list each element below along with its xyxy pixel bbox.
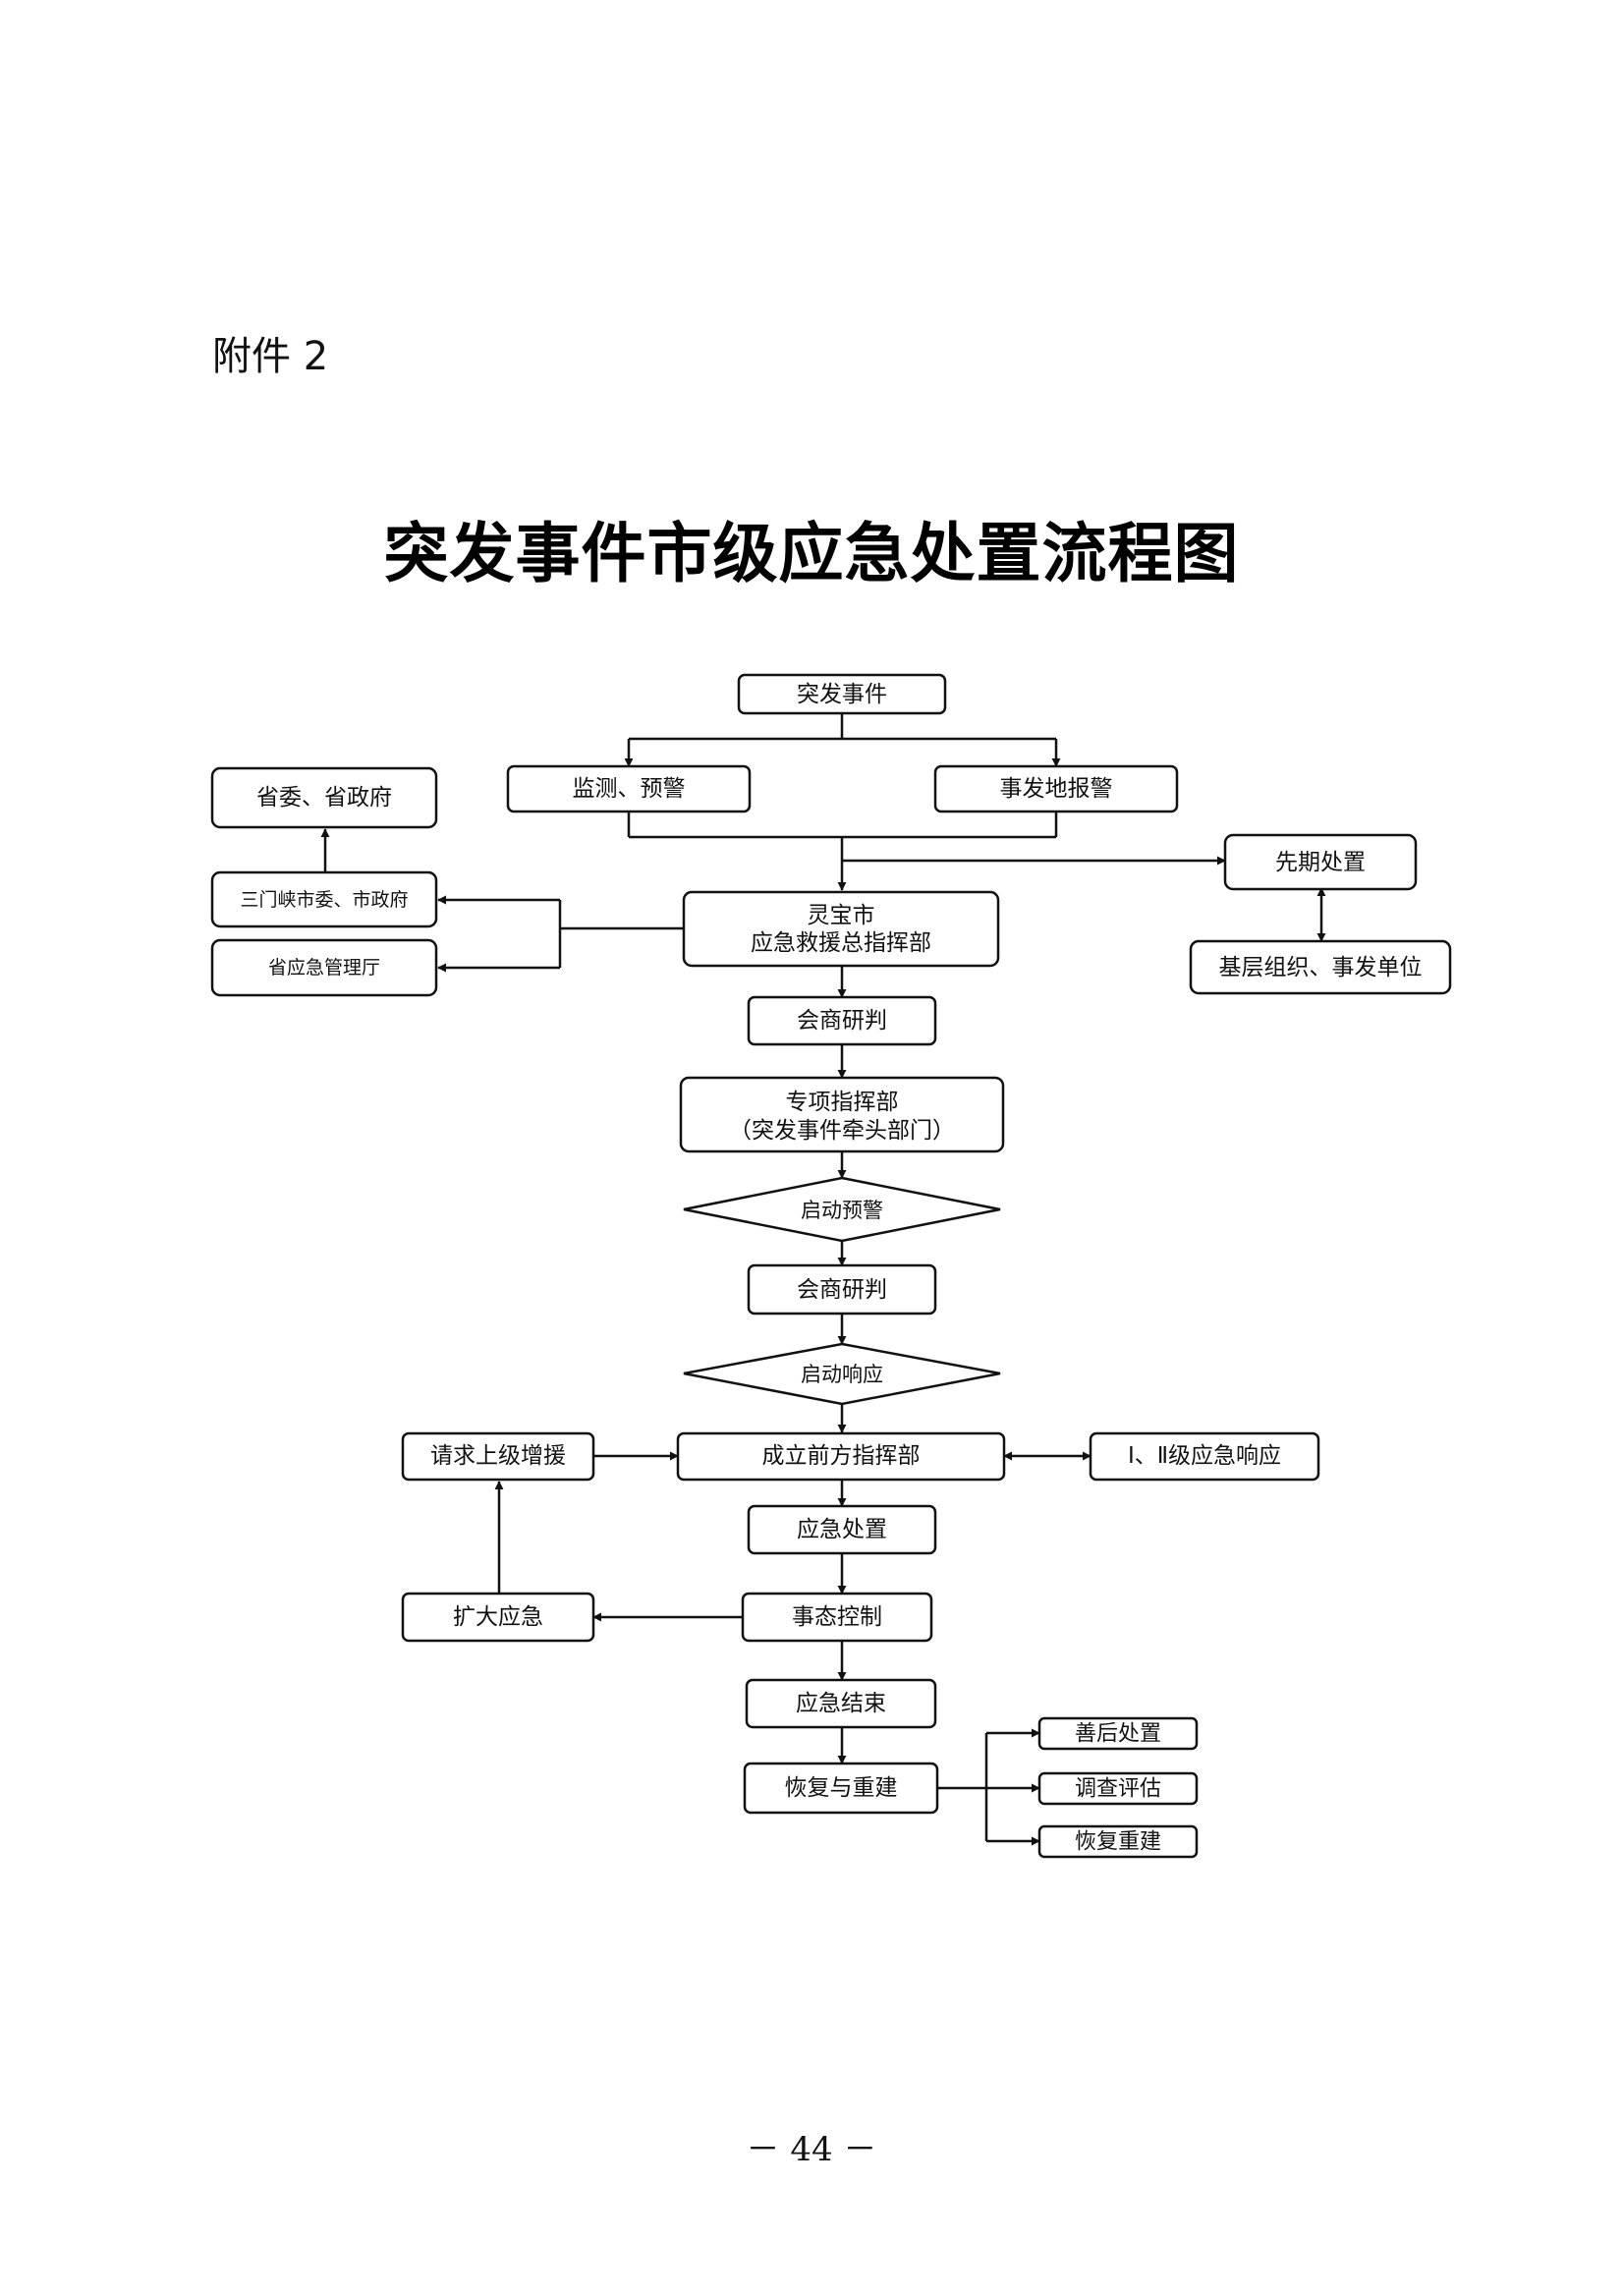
node-disposal-label: 应急处置 [797,1517,887,1542]
node-recovery-box [743,1762,939,1815]
node-special-hq-label-line1: 专项指挥部 [786,1090,899,1115]
node-investigation-label: 调查评估 [1075,1777,1161,1802]
node-special-hq-box [679,1076,1005,1153]
node-front-hq-box [676,1431,1006,1482]
node-request-support-label: 请求上级增援 [430,1443,566,1469]
node-local-report-box [933,764,1179,813]
connectors [320,713,1326,1846]
node-aftermath-box [1037,1716,1199,1751]
node-level-response-label: Ⅰ、Ⅱ级应急响应 [1128,1443,1281,1469]
node-sanmenxia-box [210,870,438,928]
node-special-hq-label-line2: （突发事件牵头部门） [729,1118,955,1144]
node-grassroots-label: 基层组织、事发单位 [1219,955,1423,980]
page-number: － 44 － [746,2130,877,2169]
node-provincial-gov-box [210,766,438,829]
node-monitor-label: 监测、预警 [573,776,686,802]
node-consult2-box [747,1263,937,1316]
node-investigation-box [1037,1771,1199,1806]
node-level-response-box [1089,1431,1320,1482]
node-grassroots-box [1189,939,1452,995]
node-start-warning-diamond [683,1176,1001,1243]
node-monitor-box [506,764,752,813]
page-title: 突发事件市级应急处置流程图 [383,515,1240,591]
node-disposal-box [747,1504,937,1555]
node-sanmenxia-label: 三门峡市委、市政府 [240,889,408,911]
node-provincial-gov-label: 省委、省政府 [256,785,392,811]
node-start-response-diamond [683,1342,1001,1406]
node-consult2-label: 会商研判 [797,1277,887,1303]
node-consult1-box [747,995,937,1046]
annex-label: 附件 2 [212,334,329,379]
node-event-label: 突发事件 [797,682,887,707]
node-province-dept-label: 省应急管理厅 [268,957,380,979]
node-expand-box [401,1592,595,1643]
node-start-response-label: 启动响应 [801,1363,883,1386]
node-rebuild-label: 恢复重建 [1075,1830,1161,1855]
node-province-dept-box [210,938,438,997]
node-event-box [737,673,947,715]
node-hq-label-line2: 应急救援总指挥部 [751,930,931,956]
node-aftermath-label: 善后处置 [1075,1722,1161,1747]
node-local-report-label: 事发地报警 [1000,776,1113,802]
node-hq-box [682,890,1000,968]
node-front-hq-label: 成立前方指挥部 [762,1443,921,1469]
node-early-response-box [1223,833,1418,891]
node-start-warning-label: 启动预警 [801,1199,883,1222]
node-request-support-box [401,1431,595,1482]
node-early-response-label: 先期处置 [1275,850,1366,875]
node-end-box [745,1678,937,1729]
node-control-label: 事态控制 [792,1604,882,1630]
node-rebuild-box [1037,1824,1199,1859]
node-control-box [741,1592,933,1643]
node-recovery-label: 恢复与重建 [785,1775,898,1801]
node-hq-label-line1: 灵宝市 [808,903,875,928]
node-expand-label: 扩大应急 [453,1604,543,1630]
node-end-label: 应急结束 [796,1691,886,1716]
node-consult1-label: 会商研判 [797,1008,887,1034]
